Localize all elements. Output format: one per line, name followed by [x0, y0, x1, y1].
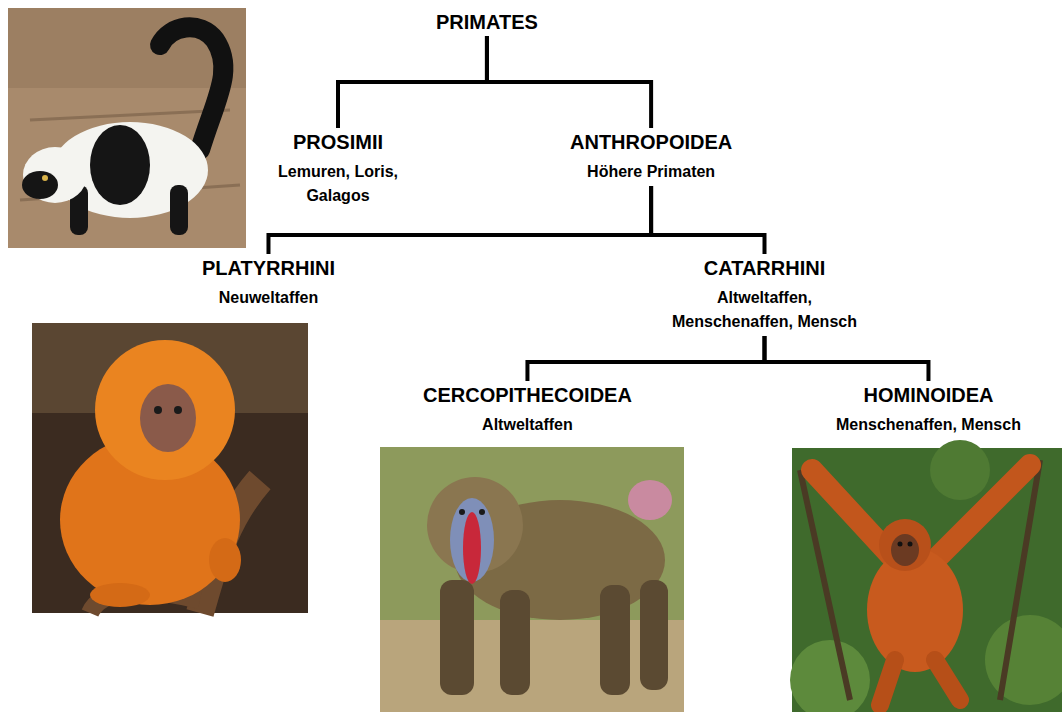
orangutan-photo	[790, 440, 1062, 712]
common-names: Höhere Primaten	[570, 160, 732, 184]
orangutan-head	[879, 519, 931, 571]
taxon-name: CERCOPITHECOIDEA	[423, 383, 632, 407]
lemur-photo	[8, 8, 246, 248]
lemur-face	[22, 171, 58, 199]
photo-ground	[380, 447, 684, 712]
lemur-eye	[42, 175, 48, 181]
orangutan-face	[891, 534, 919, 566]
taxon-label: CATARRHINI Altweltaffen, Menschenaffen, M…	[657, 256, 872, 334]
taxon-label: CERCOPITHECOIDEA Altweltaffen	[423, 383, 632, 437]
taxon-name: ANTHROPOIDEA	[570, 130, 732, 154]
mandrill-leg	[500, 590, 530, 695]
photo-ground	[32, 323, 308, 613]
mandrill-eye	[459, 509, 465, 515]
taxon-name: HOMINOIDEA	[836, 383, 1021, 407]
common-names: Altweltaffen	[423, 413, 632, 437]
taxon-label: ANTHROPOIDEA Höhere Primaten	[570, 130, 732, 184]
tree-branch	[651, 188, 764, 252]
mandrill-leg	[640, 580, 668, 690]
common-names: Menschenaffen, Mensch	[836, 413, 1021, 437]
taxon-label: PROSIMII Lemuren, Loris, Galagos	[263, 130, 413, 208]
lemur-leg	[170, 185, 188, 235]
foliage	[930, 440, 990, 500]
mandrill-leg	[600, 585, 630, 695]
lemur-patch	[90, 125, 150, 205]
mandrill-eye	[479, 509, 485, 515]
tamarin-eye	[154, 406, 162, 414]
tree-branch	[765, 338, 929, 379]
foliage	[790, 640, 870, 712]
orangutan-eye	[908, 542, 913, 547]
common-names: Altweltaffen, Menschenaffen, Mensch	[657, 286, 872, 334]
common-names: Neuweltaffen	[202, 286, 335, 310]
mandrill-rump	[628, 480, 672, 520]
taxon-name: PLATYRRHINI	[202, 256, 335, 280]
mandrill-photo	[380, 447, 684, 712]
tamarin-face	[140, 384, 196, 452]
taxon-label: HOMINOIDEA Menschenaffen, Mensch	[836, 383, 1021, 437]
photo-ground	[8, 8, 246, 248]
root-taxon: PRIMATES	[436, 10, 538, 34]
photo-ground	[380, 620, 684, 712]
taxon-name: PRIMATES	[436, 10, 538, 34]
tree-branch	[527, 338, 764, 379]
tamarin-mane	[95, 340, 235, 480]
tamarin-eye	[174, 406, 182, 414]
taxon-name: CATARRHINI	[657, 256, 872, 280]
branch	[800, 460, 1040, 700]
tree-branch	[487, 38, 651, 126]
foliage	[985, 615, 1062, 705]
orangutan-leg	[880, 660, 960, 705]
lemur-head	[23, 147, 87, 203]
tamarin-photo	[32, 323, 308, 613]
tree-branch	[338, 38, 487, 126]
orangutan-eye	[898, 542, 903, 547]
tamarin-foot	[90, 583, 150, 607]
mandrill-leg	[440, 580, 474, 695]
mandrill-nose	[463, 512, 481, 584]
tamarin-hand	[209, 538, 241, 582]
taxon-label: PLATYRRHINI Neuweltaffen	[202, 256, 335, 310]
common-names: Lemuren, Loris, Galagos	[263, 160, 413, 208]
taxon-name: PROSIMII	[263, 130, 413, 154]
